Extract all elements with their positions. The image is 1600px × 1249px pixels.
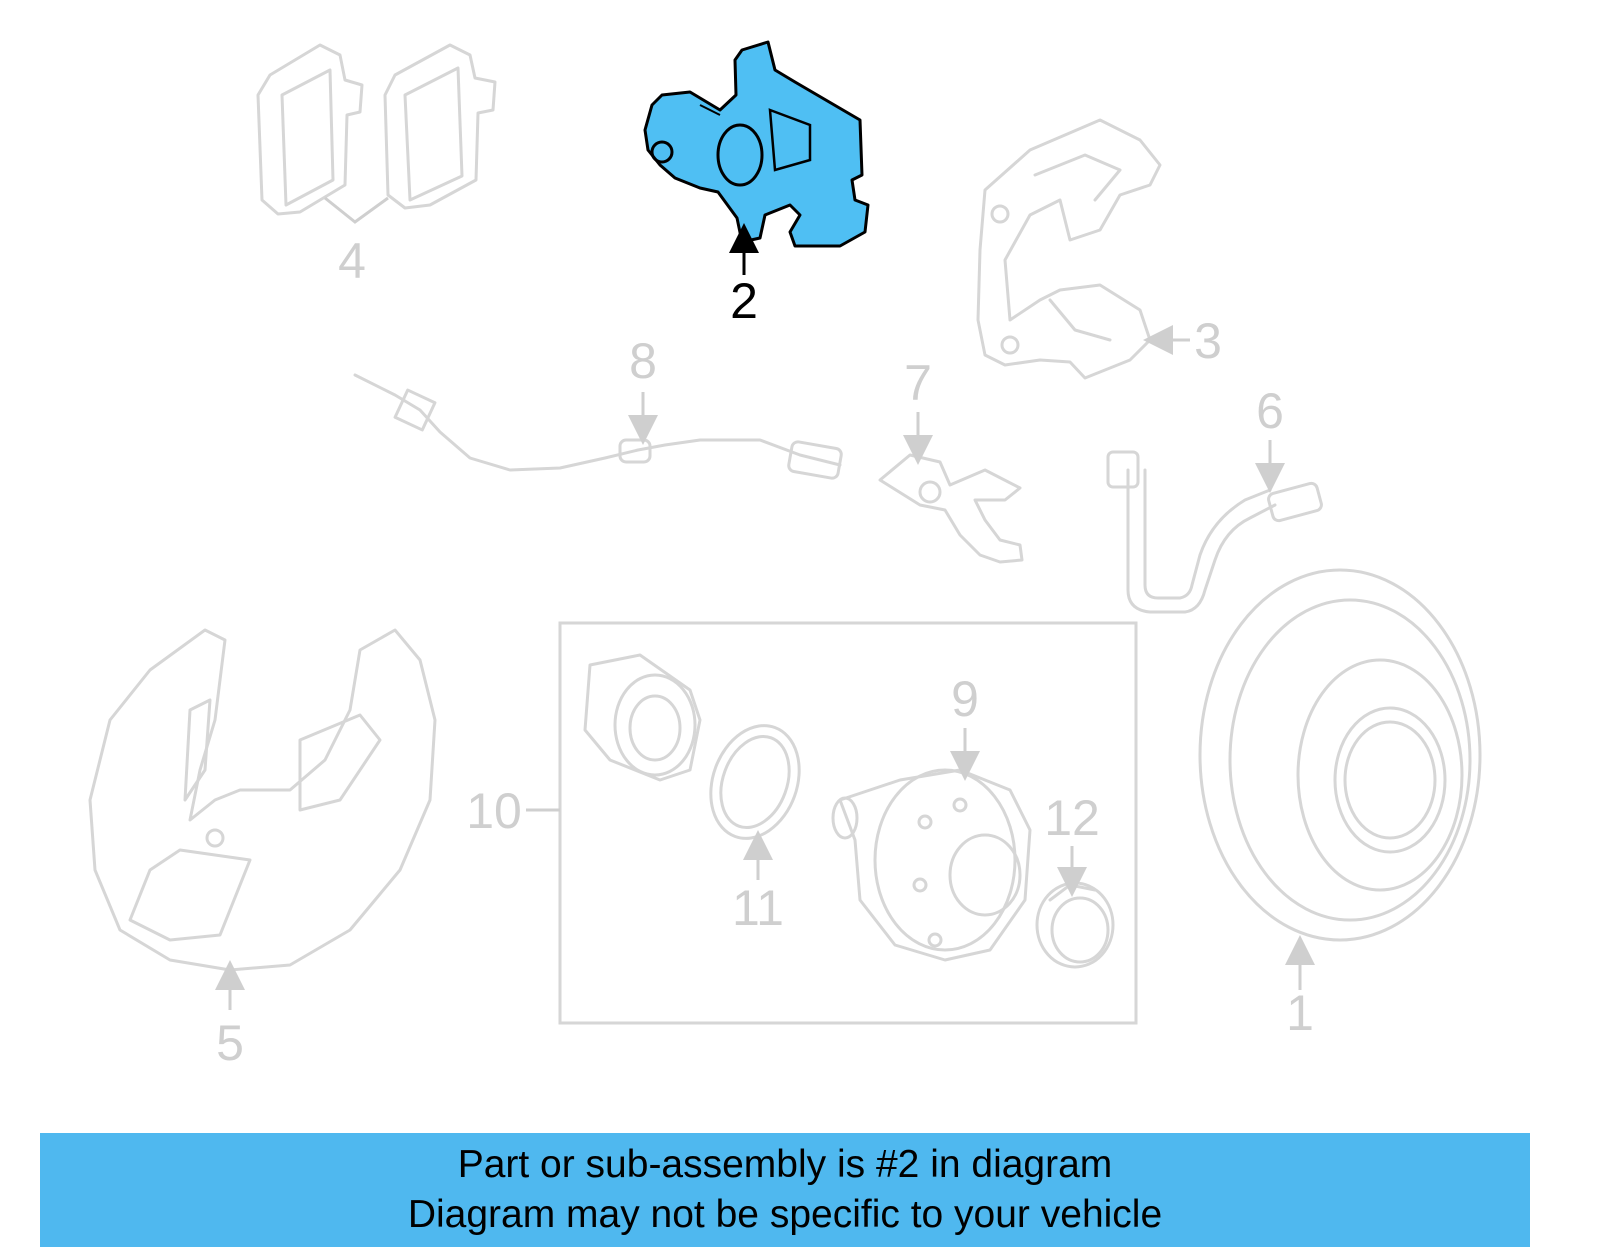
abs-sensor-illustration <box>878 453 1024 564</box>
dust-shield-illustration <box>88 628 437 972</box>
callout-12: 12 <box>1044 790 1100 846</box>
wheel-hub-illustration <box>831 768 1032 962</box>
callout-5: 5 <box>216 1015 244 1071</box>
caliper-highlighted-illustration <box>643 40 870 248</box>
wheel-bearing-illustration <box>583 653 702 782</box>
brake-rotor-illustration <box>1198 568 1482 942</box>
callout-9: 9 <box>951 671 979 727</box>
brake-pads-illustration <box>256 43 497 224</box>
caliper-bracket-illustration <box>976 118 1162 380</box>
callout-4: 4 <box>338 233 366 289</box>
brake-hose-illustration <box>1106 450 1323 614</box>
axle-nut-illustration <box>1035 881 1115 969</box>
info-banner: Part or sub-assembly is #2 in diagram Di… <box>40 1133 1530 1247</box>
snap-ring-illustration <box>709 724 801 840</box>
callout-7: 7 <box>904 355 932 411</box>
banner-line-1: Part or sub-assembly is #2 in diagram <box>457 1143 1113 1186</box>
hub-assembly-box <box>558 621 1138 1025</box>
callout-6: 6 <box>1256 383 1284 439</box>
parts-diagram: 1 2 3 4 5 6 7 8 9 10 11 12 <box>88 40 1482 1071</box>
callout-3: 3 <box>1194 313 1222 369</box>
callout-8: 8 <box>629 333 657 389</box>
callout-10: 10 <box>466 783 522 839</box>
callout-1: 1 <box>1286 985 1314 1041</box>
speed-sensor-cable-illustration <box>353 373 843 480</box>
banner-line-2: Diagram may not be specific to your vehi… <box>407 1193 1163 1236</box>
callout-2[interactable]: 2 <box>730 273 758 329</box>
callout-11: 11 <box>732 880 784 936</box>
